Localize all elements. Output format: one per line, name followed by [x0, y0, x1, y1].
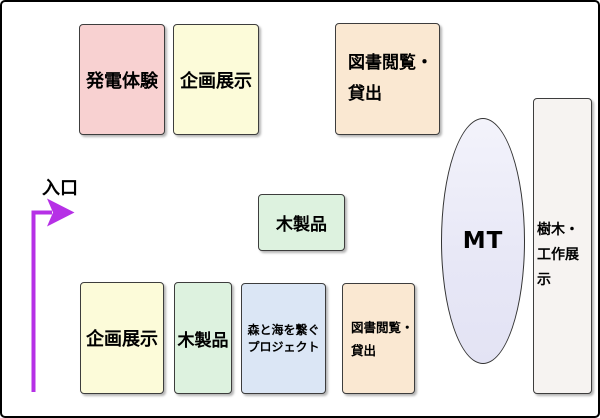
room-library-bottom: 図書閲覧・ 貸出 — [342, 283, 415, 394]
room-planned-exhibit-bottom-label: 企画展示 — [86, 329, 158, 350]
room-power-experience-label: 発電体験 — [86, 70, 158, 92]
room-planned-exhibit-bottom: 企画展示 — [80, 282, 164, 394]
room-planned-exhibit-top-label: 企画展示 — [180, 70, 252, 92]
room-power-experience: 発電体験 — [79, 24, 165, 135]
room-forest-sea-project: 森と海を繋ぐ プロジェクト — [241, 283, 326, 394]
room-planned-exhibit-top: 企画展示 — [173, 24, 259, 135]
room-library-top: 図書閲覧・ 貸出 — [335, 23, 440, 135]
room-library-top-label: 図書閲覧・ 貸出 — [348, 53, 433, 104]
room-mt-area: MT — [441, 118, 525, 364]
room-mt-area-label: MT — [462, 228, 504, 254]
room-wood-products-bottom-label: 木製品 — [177, 330, 229, 351]
room-wood-products-mid-label: 木製品 — [276, 215, 327, 235]
room-library-bottom-label: 図書閲覧・ 貸出 — [351, 319, 414, 358]
room-wood-products-bottom: 木製品 — [174, 282, 232, 394]
room-tree-craft-exhibit-label: 樹木・ 工作展示 — [537, 221, 579, 288]
entrance-label: 入口 — [42, 178, 78, 199]
room-wood-products-mid: 木製品 — [258, 194, 345, 251]
room-tree-craft-exhibit: 樹木・ 工作展示 — [533, 98, 592, 394]
room-forest-sea-project-label: 森と海を繋ぐ プロジェクト — [247, 322, 320, 354]
